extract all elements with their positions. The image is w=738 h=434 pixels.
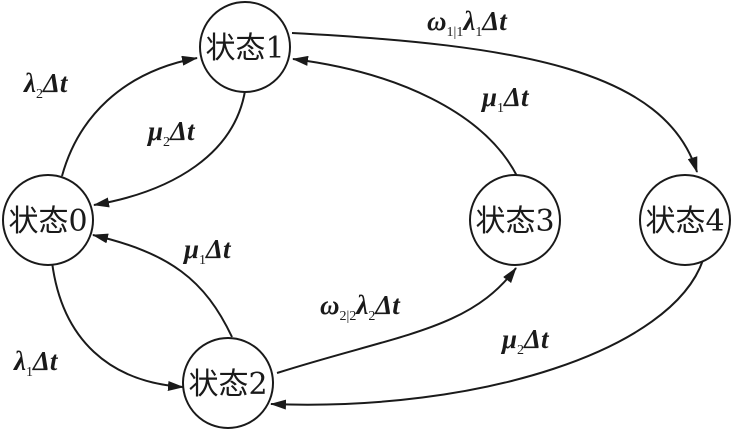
edge-s1-to-s0 — [93, 83, 247, 208]
state-node-2: 状态2 — [182, 337, 274, 429]
state-label-0: 状态0 — [8, 204, 87, 239]
edge-s4-to-s2 — [270, 259, 704, 410]
edge-s2-to-s3 — [276, 267, 517, 374]
edge-label-s3-to-s1: μ1Δt — [480, 82, 530, 116]
state-node-1: 状态1 — [199, 1, 291, 93]
edge-s2-to-s0 — [92, 233, 233, 338]
edge-label-s2-to-s3: ω2|2λ2Δt — [320, 290, 401, 324]
state-node-4: 状态4 — [639, 174, 731, 266]
edge-label-s0-to-s2: λ1Δt — [13, 346, 59, 380]
state-label-3: 状态3 — [475, 204, 554, 239]
edge-label-s1-to-s4: ω1|1λ1Δt — [427, 6, 508, 40]
edge-s0-to-s1 — [61, 55, 198, 177]
edge-s1-to-s4 — [291, 32, 698, 173]
edge-s3-to-s1 — [292, 55, 518, 177]
edge-label-s1-to-s0: μ2Δt — [146, 116, 196, 150]
edge-label-s0-to-s1: λ2Δt — [23, 68, 69, 102]
edge-label-s2-to-s0: μ1Δt — [182, 234, 232, 268]
state-label-4: 状态4 — [645, 204, 724, 239]
state-label-1: 状态1 — [205, 31, 284, 66]
state-node-3: 状态3 — [469, 174, 561, 266]
edge-label-s4-to-s2: μ2Δt — [500, 324, 550, 358]
state-label-2: 状态2 — [188, 367, 267, 402]
state-node-0: 状态0 — [2, 174, 94, 266]
edge-s0-to-s2 — [51, 261, 184, 391]
